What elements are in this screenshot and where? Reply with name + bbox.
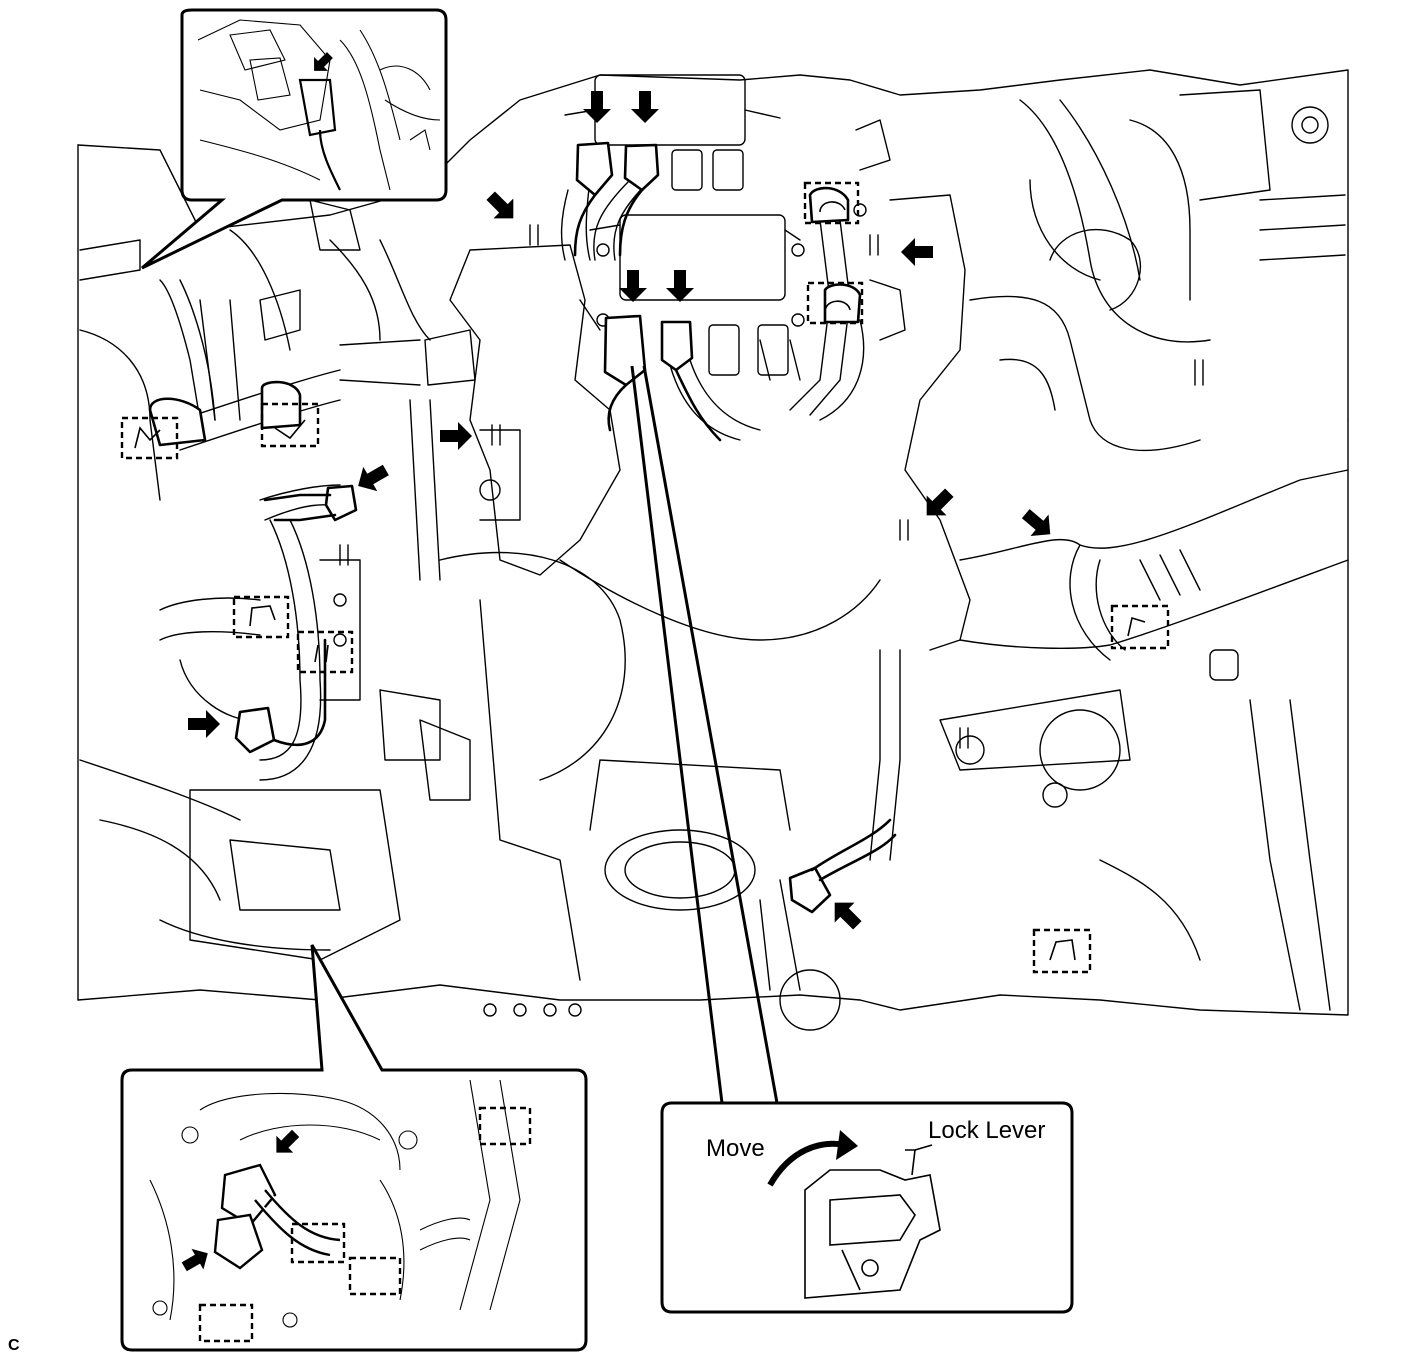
lock-lever-label: Lock Lever: [928, 1117, 1045, 1144]
arrow-icon-1: [583, 91, 611, 123]
arrow-icon-3: [619, 270, 647, 302]
connector-top-2: [623, 143, 660, 192]
inset-bottom-left-connectors: [213, 1163, 341, 1270]
move-label: Move: [706, 1135, 765, 1162]
clip-markers: [120, 181, 1170, 974]
arrow-icon-5: [480, 185, 524, 229]
connector-right-2: [823, 283, 862, 324]
lock-lever-art: [804, 1144, 941, 1299]
arrow-icon-2: [631, 91, 659, 123]
connector-mid-1: [603, 314, 647, 387]
connector-mid-2: [660, 320, 694, 372]
clip-marker-7: [1110, 604, 1170, 650]
pointer-arrows: [188, 91, 1060, 936]
rotation-arrowhead-icon: [836, 1130, 858, 1160]
inset-bottom-left: [120, 944, 588, 1352]
inset-top-left: [141, 8, 448, 270]
connector-top-1: [575, 141, 614, 197]
harness-bold: [263, 188, 897, 882]
clip-marker-4: [296, 630, 354, 674]
clip-marker-1: [120, 416, 179, 460]
arrow-icon-4: [666, 270, 694, 302]
connector-far-left: [148, 397, 207, 447]
rotation-arrow-icon: [767, 1140, 846, 1187]
connector-left-3: [260, 380, 302, 430]
engine-line-art: [77, 69, 1349, 1031]
clip-marker-content: [134, 201, 1146, 961]
arrow-icon-8: [351, 457, 393, 499]
connector-right-1: [808, 186, 850, 224]
inset-lock-lever: Move Lock Lever: [630, 365, 1074, 1314]
clip-marker-5: [803, 181, 860, 225]
connector-left-1: [324, 484, 358, 522]
arrow-icon-12: [824, 892, 868, 936]
clip-marker-2: [260, 402, 320, 448]
connector-lower: [788, 866, 832, 914]
arrow-icon-11: [188, 710, 220, 738]
figure-code: C: [8, 1337, 20, 1354]
connectors: [148, 141, 862, 914]
connector-left-2: [234, 706, 276, 754]
clip-marker-8: [1032, 928, 1092, 974]
inset-clip-markers: [198, 1106, 532, 1343]
inset-top-left-art: [197, 19, 441, 191]
clip-marker-3: [232, 595, 290, 639]
arrow-icon-7: [440, 422, 472, 450]
arrow-icon-6: [901, 238, 933, 266]
clip-marker-6: [806, 281, 864, 325]
inset-bottom-left-art: [149, 1079, 521, 1328]
arrow-icon-9: [916, 482, 960, 526]
arrow-icon-10: [1016, 502, 1060, 546]
